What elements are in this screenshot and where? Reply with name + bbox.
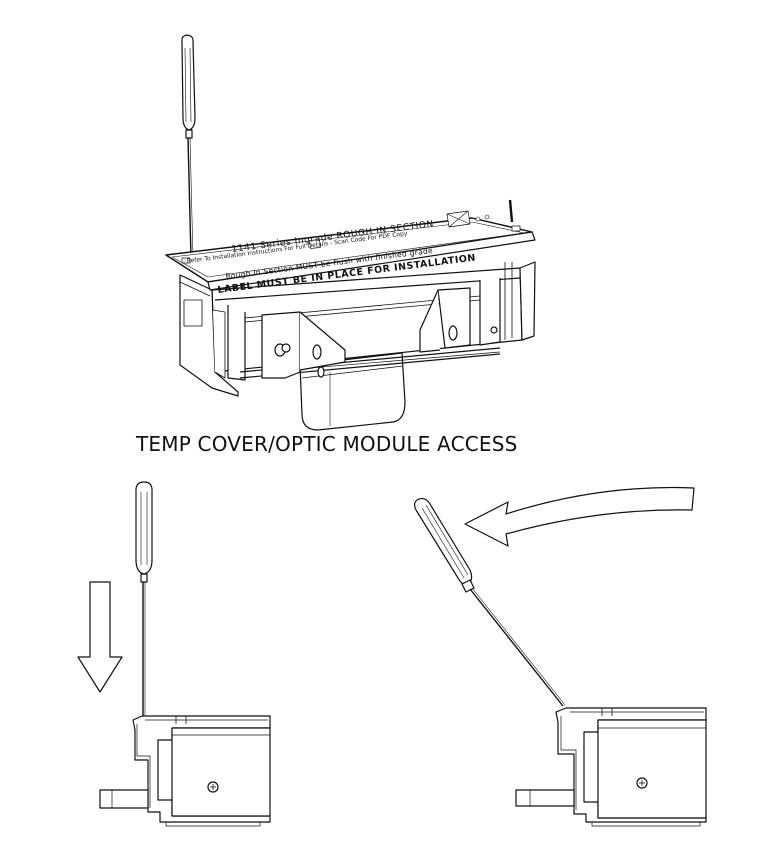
- side-view-right: [413, 486, 707, 827]
- screwdriver-left: [135, 481, 153, 716]
- curved-arrow-icon: [464, 486, 695, 547]
- iso-fixture-view: [165, 34, 536, 431]
- screwdriver-right: [413, 497, 566, 707]
- caption-title: TEMP COVER/OPTIC MODULE ACCESS: [136, 432, 518, 456]
- arrow-down-icon: [77, 581, 123, 693]
- screwdriver-top: [181, 34, 196, 259]
- side-view-left: [77, 481, 271, 827]
